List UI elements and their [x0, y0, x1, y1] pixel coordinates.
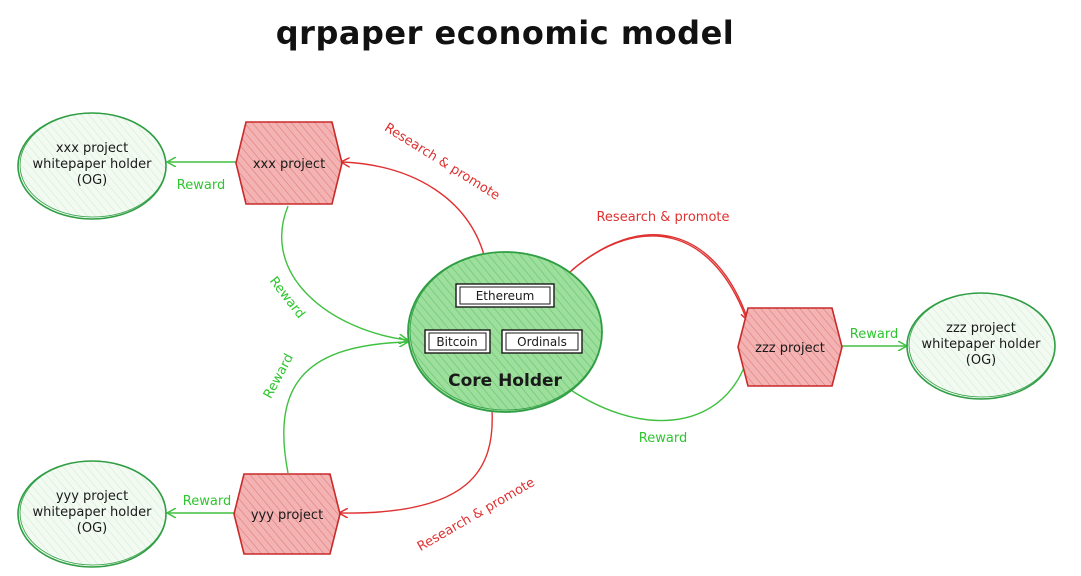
holder-zzz-line3: (OG)	[966, 353, 996, 368]
holder-xxx-line1: xxx project	[56, 141, 128, 156]
holder-zzz-line1: zzz project	[946, 321, 1016, 336]
edge-research-core-to-yyy	[340, 409, 493, 513]
edge-reward-zzz-to-core	[562, 364, 746, 422]
chip-ordinals: Ordinals	[501, 329, 583, 354]
label-reward-zzz-core: Reward	[639, 431, 687, 446]
holder-xxx-node: xxx project whitepaper holder (OG)	[17, 112, 167, 220]
edge-research-core-to-zzz-sketch	[571, 235, 747, 319]
project-xxx-label: xxx project	[253, 157, 325, 172]
edge-research-core-to-xxx	[342, 162, 485, 256]
label-research-yyy: Research & promote	[415, 475, 538, 554]
holder-yyy-line1: yyy project	[56, 489, 128, 504]
chip-ethereum: Ethereum	[455, 283, 555, 308]
holder-xxx-line3: (OG)	[77, 173, 107, 188]
project-xxx-node: xxx project	[235, 121, 343, 205]
holder-zzz-line2: whitepaper holder	[922, 337, 1042, 352]
label-reward-yyy-holder: Reward	[183, 494, 231, 509]
edge-reward-yyy-to-core	[283, 342, 407, 474]
project-zzz-node: zzz project	[737, 307, 843, 387]
chip-ethereum-label: Ethereum	[476, 289, 535, 303]
label-research-zzz: Research & promote	[596, 210, 729, 225]
chip-bitcoin: Bitcoin	[424, 329, 491, 354]
holder-yyy-line3: (OG)	[77, 521, 107, 536]
core-holder-node: Ethereum Bitcoin Ordinals Core Holder	[407, 251, 603, 413]
holder-yyy-node: yyy project whitepaper holder (OG)	[17, 460, 167, 568]
project-zzz-label: zzz project	[755, 341, 825, 356]
diagram-title: qrpaper economic model	[276, 14, 734, 52]
label-reward-xxx-holder: Reward	[177, 178, 225, 193]
project-yyy-node: yyy project	[233, 473, 341, 555]
core-holder-label: Core Holder	[448, 371, 562, 391]
label-reward-zzz-holder: Reward	[850, 327, 898, 342]
chip-ordinals-label: Ordinals	[517, 335, 567, 349]
label-reward-xxx-core: Reward	[266, 274, 308, 321]
holder-xxx-line2: whitepaper holder	[33, 157, 153, 172]
label-research-xxx: Research & promote	[381, 120, 502, 203]
edge-reward-xxx-to-core	[281, 205, 407, 340]
holder-yyy-line2: whitepaper holder	[33, 505, 153, 520]
chip-bitcoin-label: Bitcoin	[436, 335, 477, 349]
project-yyy-label: yyy project	[251, 508, 323, 523]
holder-zzz-node: zzz project whitepaper holder (OG)	[906, 292, 1056, 400]
